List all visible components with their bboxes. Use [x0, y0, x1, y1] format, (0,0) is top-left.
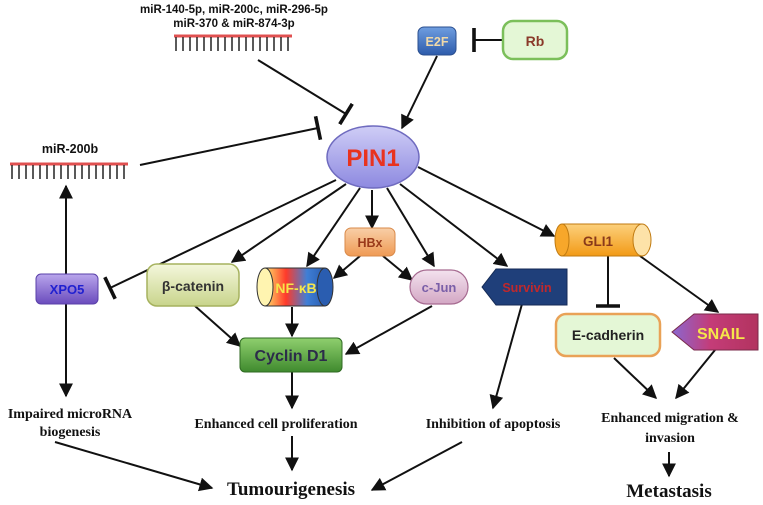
node-cyclin-d1: Cyclin D1 — [239, 337, 343, 373]
node-e2f-label: E2F — [426, 35, 449, 49]
node-cjun: c-Jun — [409, 269, 469, 305]
node-survivin: Survivin — [481, 268, 568, 306]
outcome-metastasis: Metastasis — [626, 481, 711, 502]
edge-cjun-to-cyclin — [344, 305, 433, 355]
node-ecadherin: E-cadherin — [554, 312, 662, 358]
edge-gli1-to-snail — [639, 255, 720, 313]
node-pin1: PIN1 — [326, 125, 420, 189]
edge-ecadherin-to-migration — [613, 357, 658, 399]
outcome-impaired-line1: Impaired microRNA — [8, 407, 133, 422]
node-xpo5-label: XPO5 — [50, 282, 85, 297]
mirna-left-label: miR-200b — [42, 142, 99, 156]
node-pin1-label: PIN1 — [346, 145, 399, 172]
mirna-left: miR-200b — [10, 142, 128, 179]
node-rb: Rb — [501, 19, 569, 61]
node-hbx-label: HBx — [357, 236, 382, 250]
edge-impaired-to-tumourigenesis — [54, 441, 214, 492]
edge-pin1-to-survivin — [399, 183, 509, 267]
node-cyclin-d1-label: Cyclin D1 — [255, 348, 328, 365]
outcome-migration-line2: invasion — [645, 431, 695, 446]
edge-e2f-to-pin1 — [401, 55, 438, 130]
edge-pin1-to-cjun — [386, 187, 435, 268]
edges — [54, 28, 720, 492]
edge-survivin-to-apoptosis — [489, 303, 523, 410]
edge-pin1-to-nfkb — [306, 187, 361, 268]
node-e2f: E2F — [417, 26, 457, 56]
node-snail-label: SNAIL — [697, 326, 745, 343]
outcome-tumourigenesis: Tumourigenesis — [227, 479, 355, 500]
edge-hbx-to-nfkb — [332, 255, 361, 279]
edge-pin1-to-beta-catenin — [230, 183, 347, 263]
mirna-top-line1: miR-140-5p, miR-200c, miR-296-5p — [140, 4, 328, 16]
node-cjun-label: c-Jun — [422, 280, 457, 295]
node-xpo5: XPO5 — [35, 273, 99, 305]
edge-hbx-to-cjun — [382, 255, 414, 281]
outcome-apoptosis: Inhibition of apoptosis — [426, 417, 561, 432]
outcomes: Impaired microRNA biogenesis Enhanced ce… — [8, 407, 739, 502]
mirna-top: miR-140-5p, miR-200c, miR-296-5p miR-370… — [140, 4, 328, 51]
node-hbx: HBx — [344, 227, 396, 257]
node-beta-catenin-label: β-catenin — [162, 278, 224, 294]
node-nfkb: NF-κB — [256, 267, 334, 307]
edge-mir200b-inhibits-pin1 — [139, 115, 323, 166]
node-rb-label: Rb — [526, 33, 545, 49]
edge-pin1-to-gli1 — [417, 166, 556, 237]
node-beta-catenin: β-catenin — [146, 263, 240, 307]
mirna-top-line2: miR-370 & miR-874-3p — [173, 18, 294, 30]
mirna-top-teeth — [175, 37, 289, 51]
edge-mirna-top-inhibits-pin1 — [257, 59, 354, 126]
node-nfkb-label: NF-κB — [275, 280, 316, 296]
mirna-left-teeth — [11, 165, 125, 179]
node-gli1: GLI1 — [554, 223, 652, 257]
node-snail: SNAIL — [671, 313, 759, 351]
node-survivin-label: Survivin — [502, 281, 551, 295]
edge-apoptosis-to-tumourigenesis — [370, 441, 463, 491]
outcome-proliferation: Enhanced cell proliferation — [194, 417, 357, 432]
node-gli1-label: GLI1 — [583, 234, 613, 249]
node-ecadherin-label: E-cadherin — [572, 327, 644, 343]
outcome-migration-line1: Enhanced migration & — [601, 411, 739, 426]
edge-snail-to-migration — [675, 349, 716, 400]
edge-beta-catenin-to-cyclin — [194, 305, 242, 347]
outcome-impaired-line2: biogenesis — [40, 425, 101, 440]
